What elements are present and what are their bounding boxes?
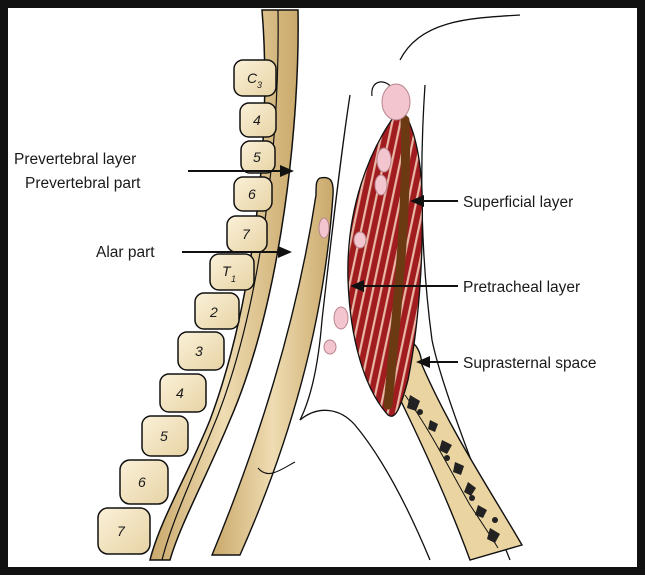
vertebra-label: 6 [248,186,256,202]
vertebra-label: 5 [253,149,261,165]
label-suprasternal-space: Suprasternal space [463,355,597,372]
vertebra-label: 5 [160,428,168,444]
retropharyngeal-node [319,218,329,238]
vertebra-t2: 2 [195,293,239,329]
label-prevertebral-part: Prevertebral part [25,175,141,192]
vertebra-label: 4 [253,112,261,128]
vertebra-t4: 4 [160,374,206,412]
vertebra-label: 3 [195,343,203,359]
vertebra-c5: 5 [241,141,275,173]
label-prevertebral-layer: Prevertebral layer [14,151,136,168]
label-superficial-layer: Superficial layer [463,194,573,211]
vertebra-sublabel: 1 [231,274,236,284]
vertebra-c7: 7 [227,216,267,252]
vertebra-sublabel: 3 [257,80,262,90]
vertebra-label: 4 [176,385,184,401]
label-alar-part: Alar part [96,244,155,261]
vertebra-c6: 6 [234,177,272,211]
vertebra-c4: 4 [240,103,276,137]
vertebra-t7: 7 [98,508,150,554]
vertebra-t5: 5 [142,416,188,456]
vertebra-t3: 3 [178,332,224,370]
vertebra-label: 2 [209,304,218,320]
vertebra-t6: 6 [120,460,168,504]
vertebra-c3: C 3 [234,60,276,96]
label-pretracheal-layer: Pretracheal layer [463,279,580,296]
vertebra-label: 7 [242,226,251,242]
vertebra-label: 7 [117,523,126,539]
vertebra-label: 6 [138,474,146,490]
vertebra-t1: T 1 [210,254,254,290]
